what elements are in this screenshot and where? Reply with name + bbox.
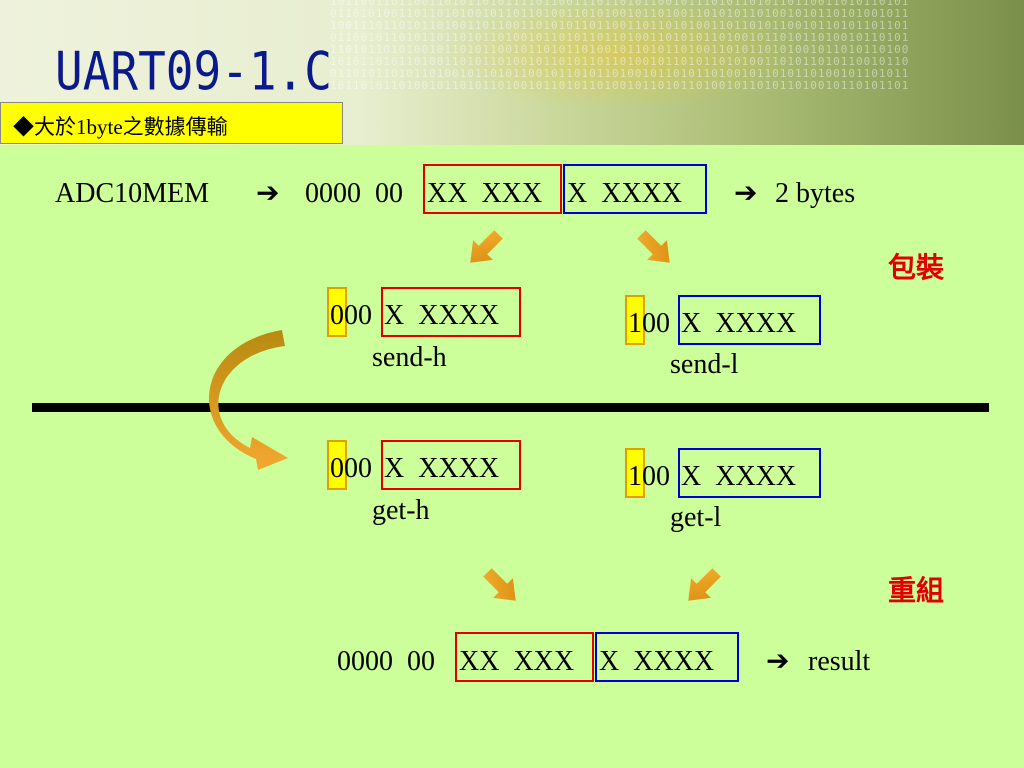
get-h-flag-highlight bbox=[327, 440, 347, 490]
send-l-flag-highlight bbox=[625, 295, 645, 345]
get-l-flag: 1 bbox=[628, 461, 642, 492]
adc10mem-label: ADC10MEM bbox=[55, 178, 210, 209]
result-high-box bbox=[455, 632, 594, 682]
right-arrow-icon-3: ➔ bbox=[766, 646, 790, 677]
row1-low-bits: X XXXX bbox=[567, 178, 683, 209]
send-l-bits: 00 bbox=[642, 308, 670, 339]
row1-result: 2 bytes bbox=[775, 178, 856, 209]
get-h-label: get-h bbox=[372, 495, 430, 526]
subtitle-box: ◆大於1byte之數據傳輸 bbox=[0, 102, 343, 144]
get-l-data-box bbox=[678, 448, 821, 498]
slide-title: UART09-1.C bbox=[55, 40, 332, 103]
send-h-flag: 0 bbox=[330, 300, 344, 331]
slide-subtitle: ◆大於1byte之數據傳輸 bbox=[13, 115, 228, 139]
get-h-bits: 00 bbox=[344, 453, 372, 484]
row1-low-box bbox=[563, 164, 707, 214]
arrow-down-left-icon-2 bbox=[688, 568, 721, 601]
transmission-divider bbox=[32, 403, 989, 412]
send-h-data: X XXXX bbox=[384, 300, 500, 331]
result-low-bits: X XXXX bbox=[599, 646, 715, 677]
row1-high-box bbox=[423, 164, 562, 214]
arrow-down-left-icon bbox=[470, 230, 503, 263]
header-glow bbox=[440, 0, 800, 110]
send-l-data: X XXXX bbox=[681, 308, 797, 339]
send-h-label: send-h bbox=[372, 342, 447, 373]
result-low-box bbox=[595, 632, 739, 682]
get-l-flag-highlight bbox=[625, 448, 645, 498]
result-prefix: 0000 00 bbox=[337, 646, 435, 677]
pack-label: 包裝 bbox=[888, 253, 945, 284]
send-l-label: send-l bbox=[670, 349, 739, 380]
get-h-data-box bbox=[381, 440, 521, 490]
send-l-flag: 1 bbox=[628, 308, 642, 339]
row1-prefix: 0000 00 bbox=[305, 178, 403, 209]
get-h-flag: 0 bbox=[330, 453, 344, 484]
get-l-data: X XXXX bbox=[681, 461, 797, 492]
header-banner: 1011001101100110101101011110110011101101… bbox=[0, 0, 1024, 145]
get-h-data: X XXXX bbox=[384, 453, 500, 484]
right-arrow-icon: ➔ bbox=[256, 178, 280, 209]
row1-high-bits: XX XXX bbox=[427, 178, 543, 209]
send-l-data-box bbox=[678, 295, 821, 345]
send-h-data-box bbox=[381, 287, 521, 337]
curved-transmit-arrow-icon bbox=[208, 330, 288, 470]
send-h-flag-highlight bbox=[327, 287, 347, 337]
result-text: result bbox=[808, 646, 871, 677]
arrow-down-right-icon bbox=[637, 230, 670, 263]
get-l-bits: 00 bbox=[642, 461, 670, 492]
arrow-down-right-icon-2 bbox=[483, 568, 516, 601]
reassemble-label: 重組 bbox=[888, 576, 945, 607]
binary-pattern: 1011001101100110101101011110110011101101… bbox=[330, 0, 910, 92]
result-high-bits: XX XXX bbox=[459, 646, 575, 677]
right-arrow-icon-2: ➔ bbox=[734, 178, 758, 209]
get-l-label: get-l bbox=[670, 502, 722, 533]
send-h-bits: 00 bbox=[344, 300, 372, 331]
